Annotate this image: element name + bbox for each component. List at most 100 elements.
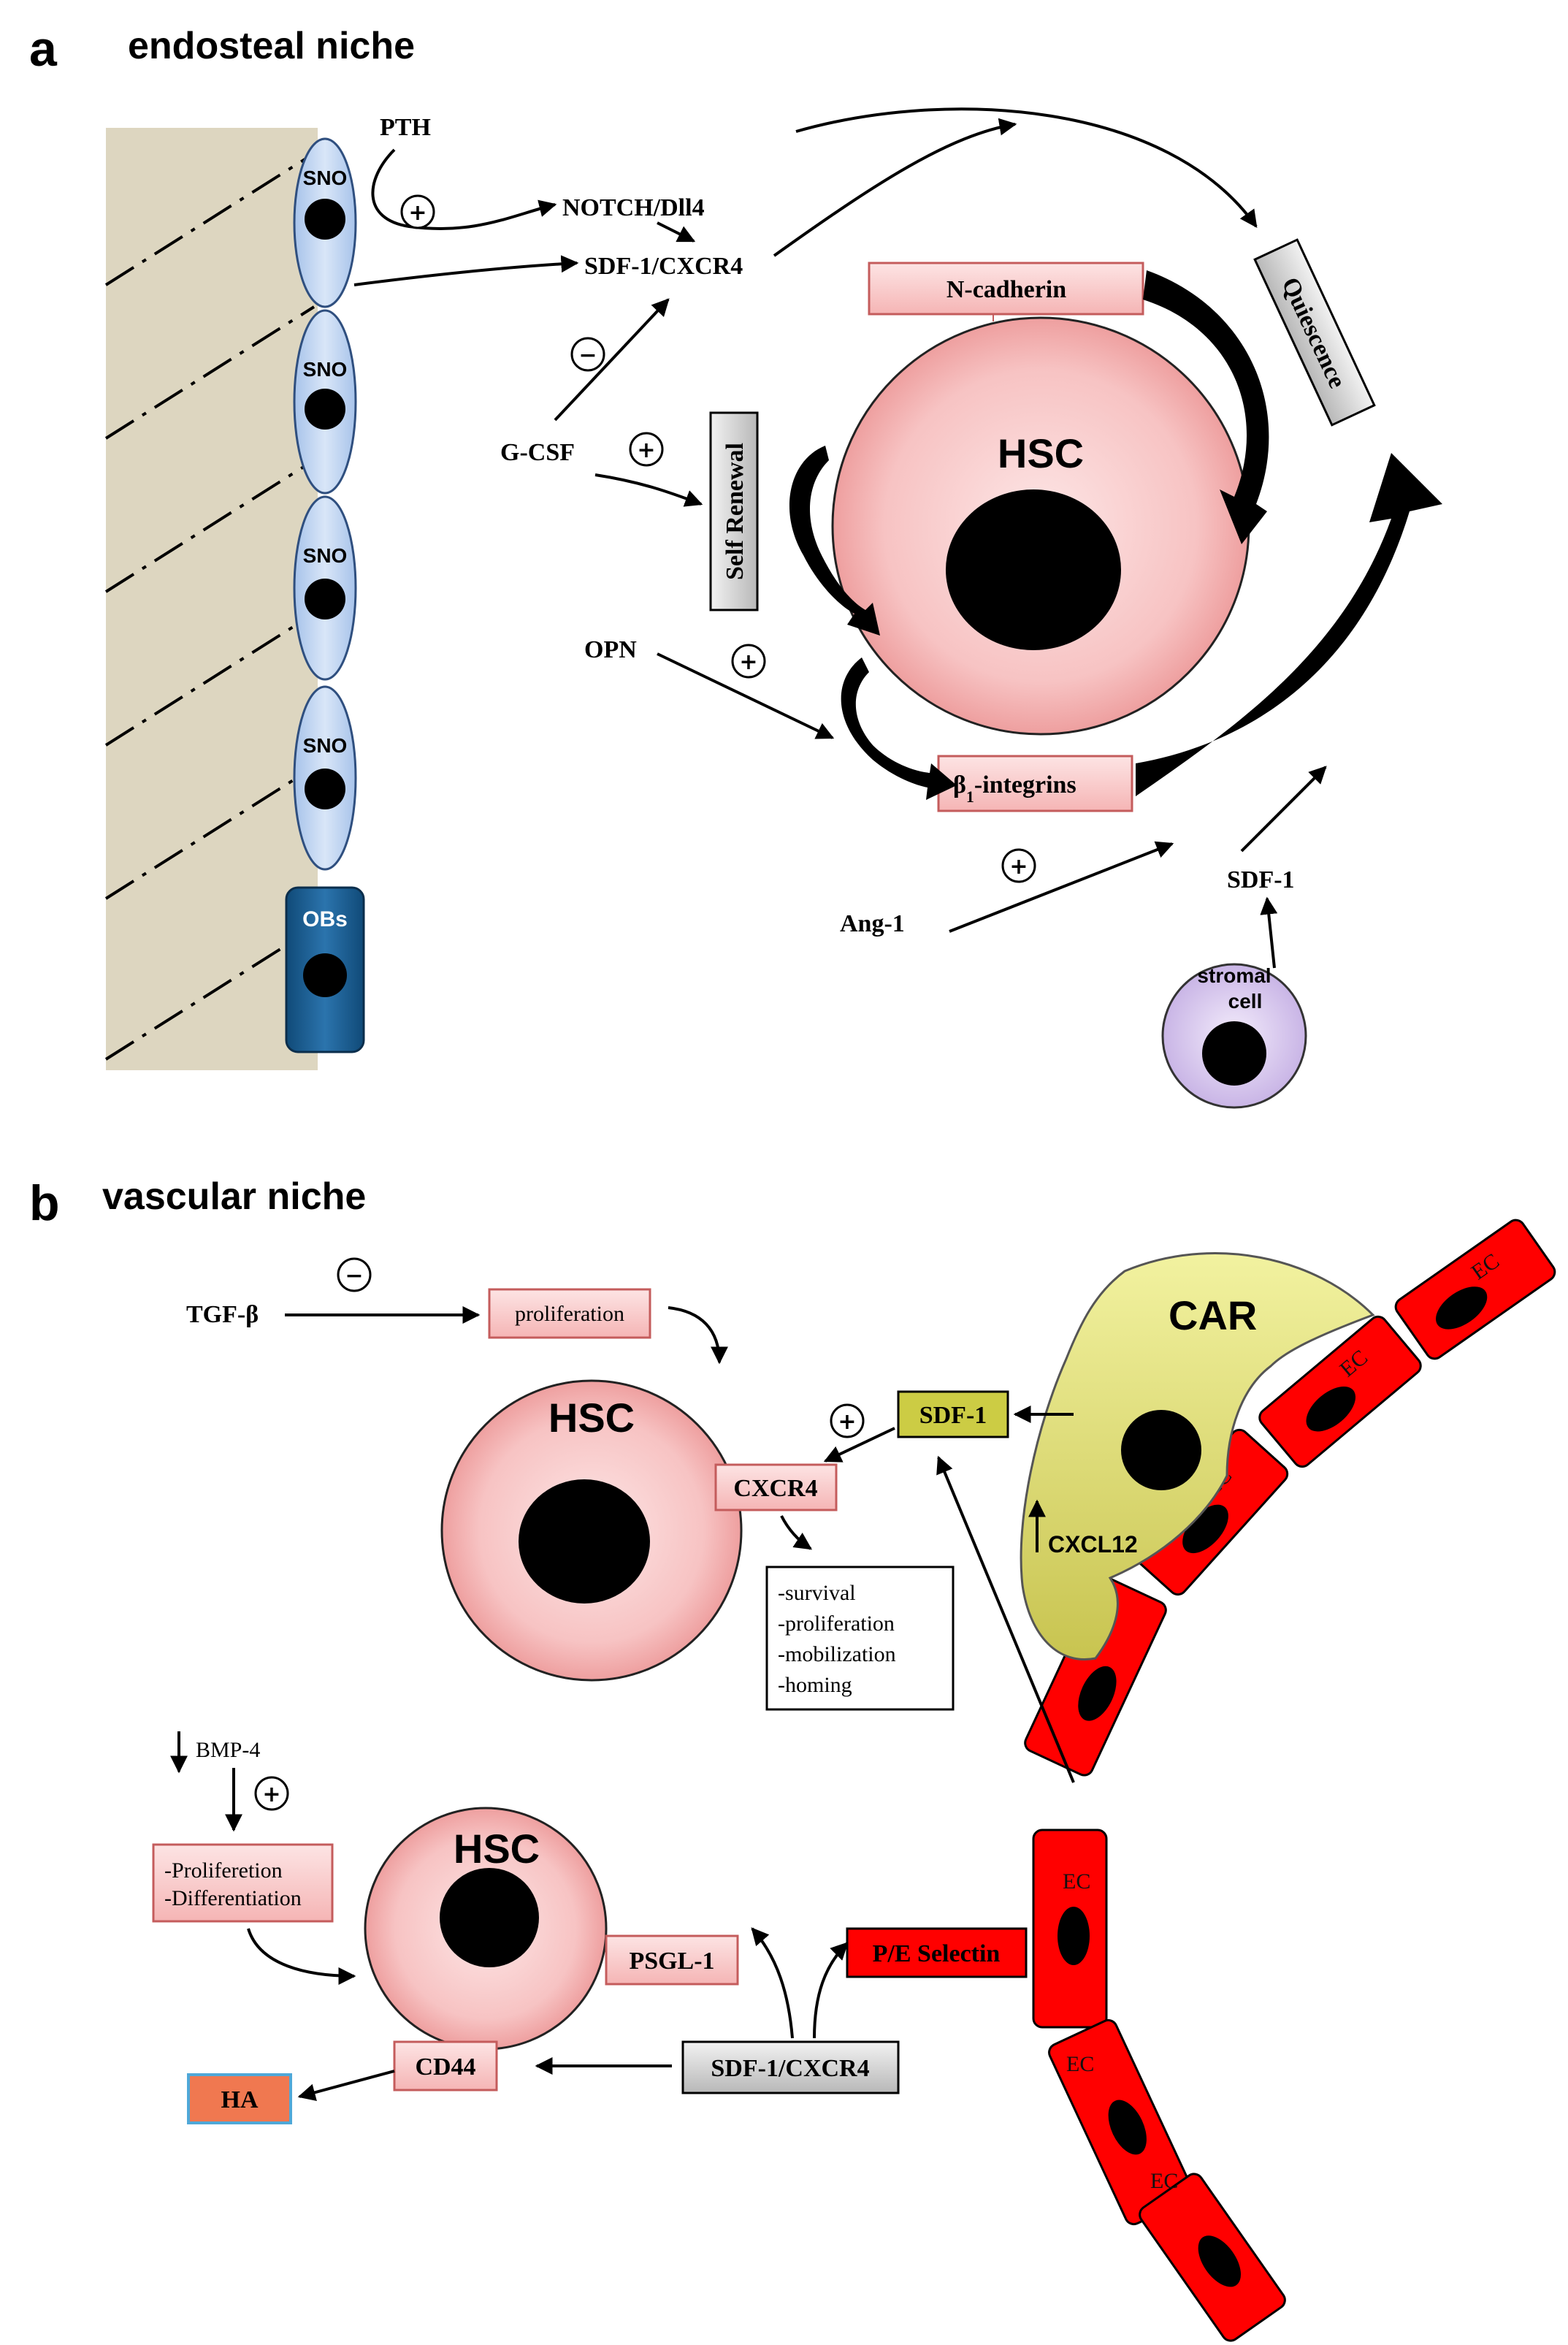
hsc-label: HSC [998,430,1084,476]
endothelial-cell: EC [1394,1219,1556,1360]
sign-circle [337,1257,372,1292]
sign-circle [830,1403,865,1438]
stromal-cell: stromal cell [1161,963,1307,1109]
sdf1-cxcr4-label: SDF-1/CXCR4 [711,2055,869,2082]
arrow-cxcr4-effects [780,1515,812,1550]
panel-title-endosteal: endosteal niche [128,25,415,67]
blood-vessel: EC EC EC EC EC [1024,1219,1556,2342]
hsc-cell-vascular-top: HSC [440,1379,743,1682]
prolif-diff-box: -Proliferetion -Differentiation [152,1843,334,1923]
sno-cell-1: SNO [293,137,357,308]
arrow-stromal-sdf1 [1260,896,1278,969]
effect-survival: -survival [778,1581,856,1605]
psgl1-box: PSGL-1 [605,1934,739,1986]
label-ang1: Ang-1 [840,910,905,937]
arrow-opn [657,652,835,739]
n-cadherin-box: N-cadherin [868,262,1144,316]
label-gcsf: G-CSF [500,439,575,466]
label-sdf1-stromal: SDF-1 [1227,866,1295,893]
sign-tgfb: − [345,1263,363,1289]
n-cadherin-label: N-cadherin [946,276,1066,303]
hsc-cell-endosteal: HSC [831,316,1250,736]
cxcr4-box: CXCR4 [714,1463,838,1511]
sdf1-cxcr4-box: SDF-1/CXCR4 [681,2040,900,2094]
arrow-gcsf-selfrenewal [594,473,703,507]
sign-circle [731,644,766,679]
arrow-sdf1-up [1240,766,1327,853]
label-notch-dll4: NOTCH/Dll4 [562,194,705,221]
sign-pth: + [408,200,427,226]
cd44-box: CD44 [393,2040,498,2092]
panel-letter-b: b [29,1175,60,1231]
proliferation-box: proliferation [488,1288,651,1339]
panel-title-vascular: vascular niche [102,1175,366,1218]
sign-circle [1001,848,1036,883]
label-tgfb: TGF-β [186,1301,259,1328]
sign-bmp4: + [262,1782,280,1807]
endothelial-cell: EC [1032,1829,1108,2029]
differentiation-item: -Differentiation [164,1886,302,1910]
sign-circle [629,432,664,467]
stromal-label-2: cell [1228,990,1263,1013]
beta1-integrins-box: β1-integrins [937,755,1133,812]
sign-circle [570,337,605,372]
arrow-sdf1-cxcr4 [823,1427,895,1463]
quiescence-box: Quiescence [1253,238,1376,427]
effect-mobilization: -mobilization [778,1642,896,1666]
sign-gcsf-sdf1: − [578,343,597,368]
panel-b: b vascular niche EC EC EC EC [29,1175,1556,2342]
sign-ang1: + [1009,854,1028,880]
label-bmp4: BMP-4 [196,1738,260,1762]
car-label: CAR [1169,1292,1257,1338]
label-opn: OPN [584,636,637,663]
effect-proliferation: -proliferation [778,1612,895,1636]
endothelial-cell: EC [1258,1315,1422,1468]
sign-circle [400,194,435,229]
sdf1-box: SDF-1 [897,1390,1009,1438]
ha-box: HA [187,2073,292,2124]
osteoblast-cell: OBs [285,886,365,1053]
arrow-ec-sdf1 [936,1455,1075,1783]
arrow-prolif-hsc [247,1928,356,1985]
bone-dash-lines [104,152,315,1061]
sno-label: SNO [303,734,348,757]
pe-selectin-label: P/E Selectin [873,1940,1001,1967]
label-pth: PTH [380,114,431,141]
ec-label: EC [1063,1869,1090,1894]
effect-homing: -homing [778,1673,852,1697]
hsc-label: HSC [454,1826,540,1872]
arrow-cd44-ha [297,2070,395,2101]
arrow-pth-notch [371,148,557,230]
ec-label: EC [1150,2169,1178,2193]
sno-cell-4: SNO [293,685,357,871]
arrow-to-quiescence [795,107,1258,228]
panel-letter-a: a [29,21,58,77]
sign-circle [254,1776,289,1811]
arrow-sdf1-top [773,118,1017,257]
arrow-ang1-sdf1 [949,841,1174,933]
stromal-label-1: stromal [1197,964,1271,987]
sno-label: SNO [303,358,348,381]
arrow-notch-sdf1 [657,221,696,243]
self-renewal-label: Self Renewal [722,443,749,580]
sno-cell-3: SNO [293,495,357,681]
cxcl12-label: CXCL12 [1048,1531,1138,1557]
hsc-cell-vascular-bottom: HSC [364,1807,608,2051]
sign-sdf1: + [838,1409,856,1435]
ec-label: EC [1066,2052,1094,2076]
proliferation-label: proliferation [515,1302,624,1326]
arrow-proliferation-hsc [668,1306,728,1365]
ha-label: HA [221,2086,259,2113]
ob-label: OBs [302,907,348,931]
sign-opn: + [739,649,757,675]
arrow-gcsf-sdf1 [554,298,670,422]
proliferation-item: -Proliferetion [164,1858,283,1883]
sno-label: SNO [303,167,348,189]
beta1-integrins-label: β1-integrins [953,771,1076,806]
endothelial-cell [1139,2173,1286,2342]
arrow-sdf1cxcr4-selectin [813,1942,849,2039]
pe-selectin-box: P/E Selectin [846,1927,1028,1978]
self-renewal-box: Self Renewal [709,411,759,611]
bone-surface [106,128,318,1070]
cd44-label: CD44 [415,2054,475,2081]
